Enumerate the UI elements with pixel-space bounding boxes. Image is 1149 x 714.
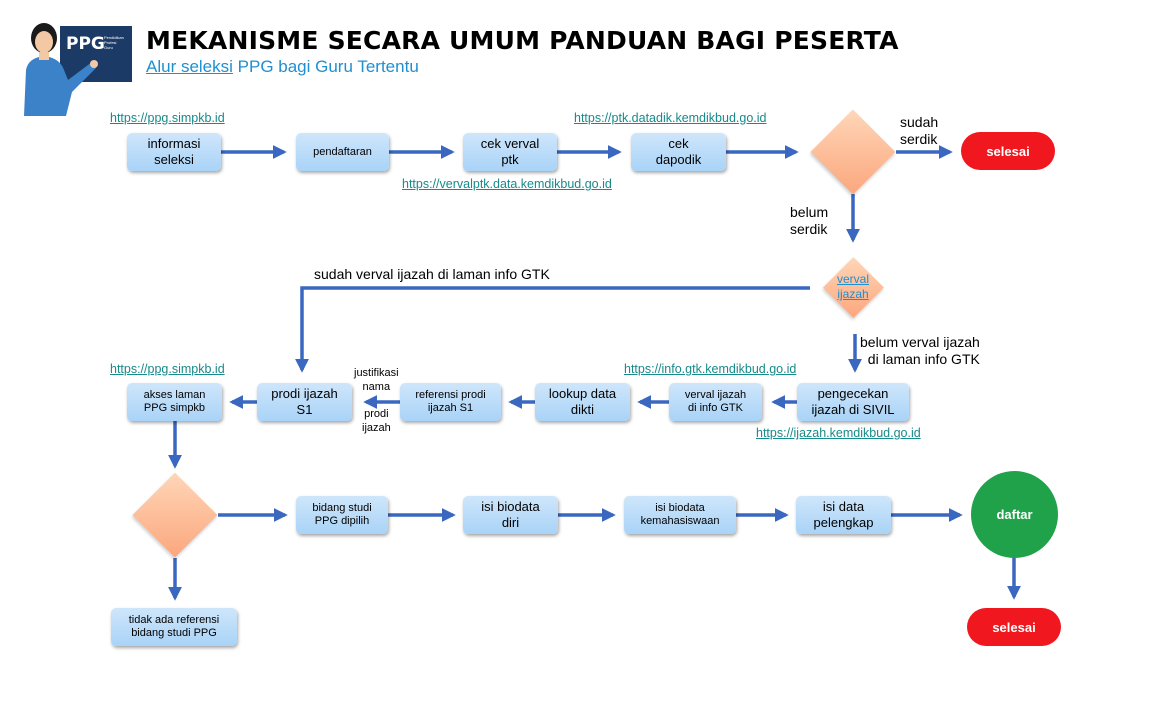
link-ptk-datadik[interactable]: https://ptk.datadik.kemdikbud.go.id (574, 111, 767, 125)
logo-subtext: Pendidikan Profesi Guru (104, 35, 124, 50)
box-verval-info-gtk: verval ijazah di info GTK (669, 383, 762, 421)
box-pendaftaran: pendaftaran (296, 133, 389, 171)
label-belum-serdik: belum serdik (790, 204, 829, 237)
box-cek-verval-ptk: cek verval ptk (463, 133, 557, 171)
link-vervalptk[interactable]: https://vervalptk.data.kemdikbud.go.id (402, 177, 612, 191)
label-verval-ijazah[interactable]: verval ijazah (836, 272, 869, 301)
link-simpkb-top[interactable]: https://ppg.simpkb.id (110, 111, 225, 125)
pill-selesai-top: selesai (961, 132, 1055, 170)
page-title: MEKANISME SECARA UMUM PANDUAN BAGI PESER… (146, 26, 899, 55)
box-akses-laman: akses laman PPG simpkb (127, 383, 222, 421)
link-simpkb-mid[interactable]: https://ppg.simpkb.id (110, 362, 225, 376)
subtitle-link[interactable]: Alur seleksi (146, 57, 233, 76)
label-justifikasi-nama: justifikasi nama (354, 367, 399, 393)
box-biodata-mahasiswa: isi biodata kemahasiswaan (624, 496, 736, 534)
subtitle-text: PPG bagi Guru Tertentu (232, 57, 419, 76)
link-ijazah[interactable]: https://ijazah.kemdikbud.go.id (756, 426, 921, 440)
logo-text: PPG (66, 34, 105, 54)
link-info-gtk[interactable]: https://info.gtk.kemdikbud.go.id (624, 362, 797, 376)
box-prodi-ijazah-s1: prodi ijazah S1 (257, 383, 352, 421)
box-tidak-ada-referensi: tidak ada referensi bidang studi PPG (111, 608, 237, 646)
box-pengecekan-sivil: pengecekan ijazah di SIVIL (797, 383, 909, 421)
box-cek-dapodik: cek dapodik (631, 133, 726, 171)
circle-daftar: daftar (971, 471, 1058, 558)
label-sudah-verval: sudah verval ijazah di laman info GTK (314, 266, 550, 282)
label-prodi-ijazah: prodi ijazah (362, 408, 391, 434)
pill-selesai-bottom: selesai (967, 608, 1061, 646)
box-biodata-diri: isi biodata diri (463, 496, 558, 534)
box-data-pelengkap: isi data pelengkap (796, 496, 891, 534)
presenter-illustration: PPG Pendidikan Profesi Guru (22, 18, 134, 116)
page-subtitle: Alur seleksi PPG bagi Guru Tertentu (146, 57, 419, 77)
box-referensi-prodi: referensi prodi ijazah S1 (400, 383, 501, 421)
arrow-verval-prodis1 (295, 286, 810, 373)
label-belum-verval: belum verval ijazah di laman info GTK (860, 334, 980, 367)
box-informasi-seleksi: informasi seleksi (127, 133, 221, 171)
box-bidang-studi: bidang studi PPG dipilih (296, 496, 388, 534)
label-sudah-serdik: sudah serdik (900, 114, 939, 147)
box-lookup-dikti: lookup data dikti (535, 383, 630, 421)
